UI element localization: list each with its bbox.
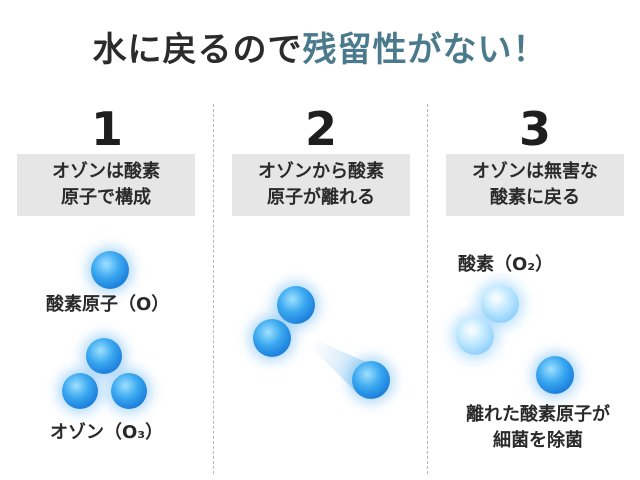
step-3-box: オゾンは無害な 酸素に戻る <box>446 154 624 216</box>
title-part2: 残留性がない！ <box>302 30 548 70</box>
page-title: 水に戻るので残留性がない！ <box>0 22 640 71</box>
released-oxygen-atom-icon <box>352 361 390 399</box>
title-part1: 水に戻るので <box>92 30 303 70</box>
column-divider-2 <box>427 104 428 474</box>
label-oxygen-molecule: 酸素（O₂） <box>458 254 554 275</box>
label-free-oxygen-line2: 細菌を除菌 <box>493 430 583 451</box>
label-free-oxygen-line1: 離れた酸素原子が <box>466 404 610 425</box>
column-divider-1 <box>213 104 214 474</box>
step-3-line1: オゾンは無害な <box>472 161 598 182</box>
step-2-line2: 原子が離れる <box>267 187 375 208</box>
step-1-box: オゾンは酸素 原子で構成 <box>17 154 195 216</box>
ozone-bonded-atom-top-icon <box>277 286 315 324</box>
step-1-line1: オゾンは酸素 <box>52 161 160 182</box>
ozone-atom-top-icon <box>86 338 122 374</box>
label-ozone: オゾン（O₃） <box>50 422 164 443</box>
free-oxygen-atom-icon <box>536 356 574 394</box>
ozone-bonded-atom-bottom-icon <box>253 319 291 357</box>
oxygen-atom-icon <box>91 251 129 289</box>
label-free-oxygen: 離れた酸素原子が 細菌を除菌 <box>446 402 630 454</box>
step-2-number: 2 <box>304 102 337 156</box>
oxygen-molecule-atom-bottom-icon <box>456 317 494 355</box>
step-1-number: 1 <box>90 102 123 156</box>
oxygen-molecule-atom-top-icon <box>481 285 519 323</box>
step-3-line2: 酸素に戻る <box>490 187 580 208</box>
ozone-atom-right-icon <box>111 373 147 409</box>
step-2-line1: オゾンから酸素 <box>258 161 384 182</box>
step-3-number: 3 <box>518 102 551 156</box>
label-oxygen-atom: 酸素原子（O） <box>46 294 170 315</box>
step-1-line2: 原子で構成 <box>61 187 151 208</box>
motion-trail-icon <box>312 338 366 396</box>
step-2-box: オゾンから酸素 原子が離れる <box>232 154 410 216</box>
ozone-atom-left-icon <box>62 373 98 409</box>
